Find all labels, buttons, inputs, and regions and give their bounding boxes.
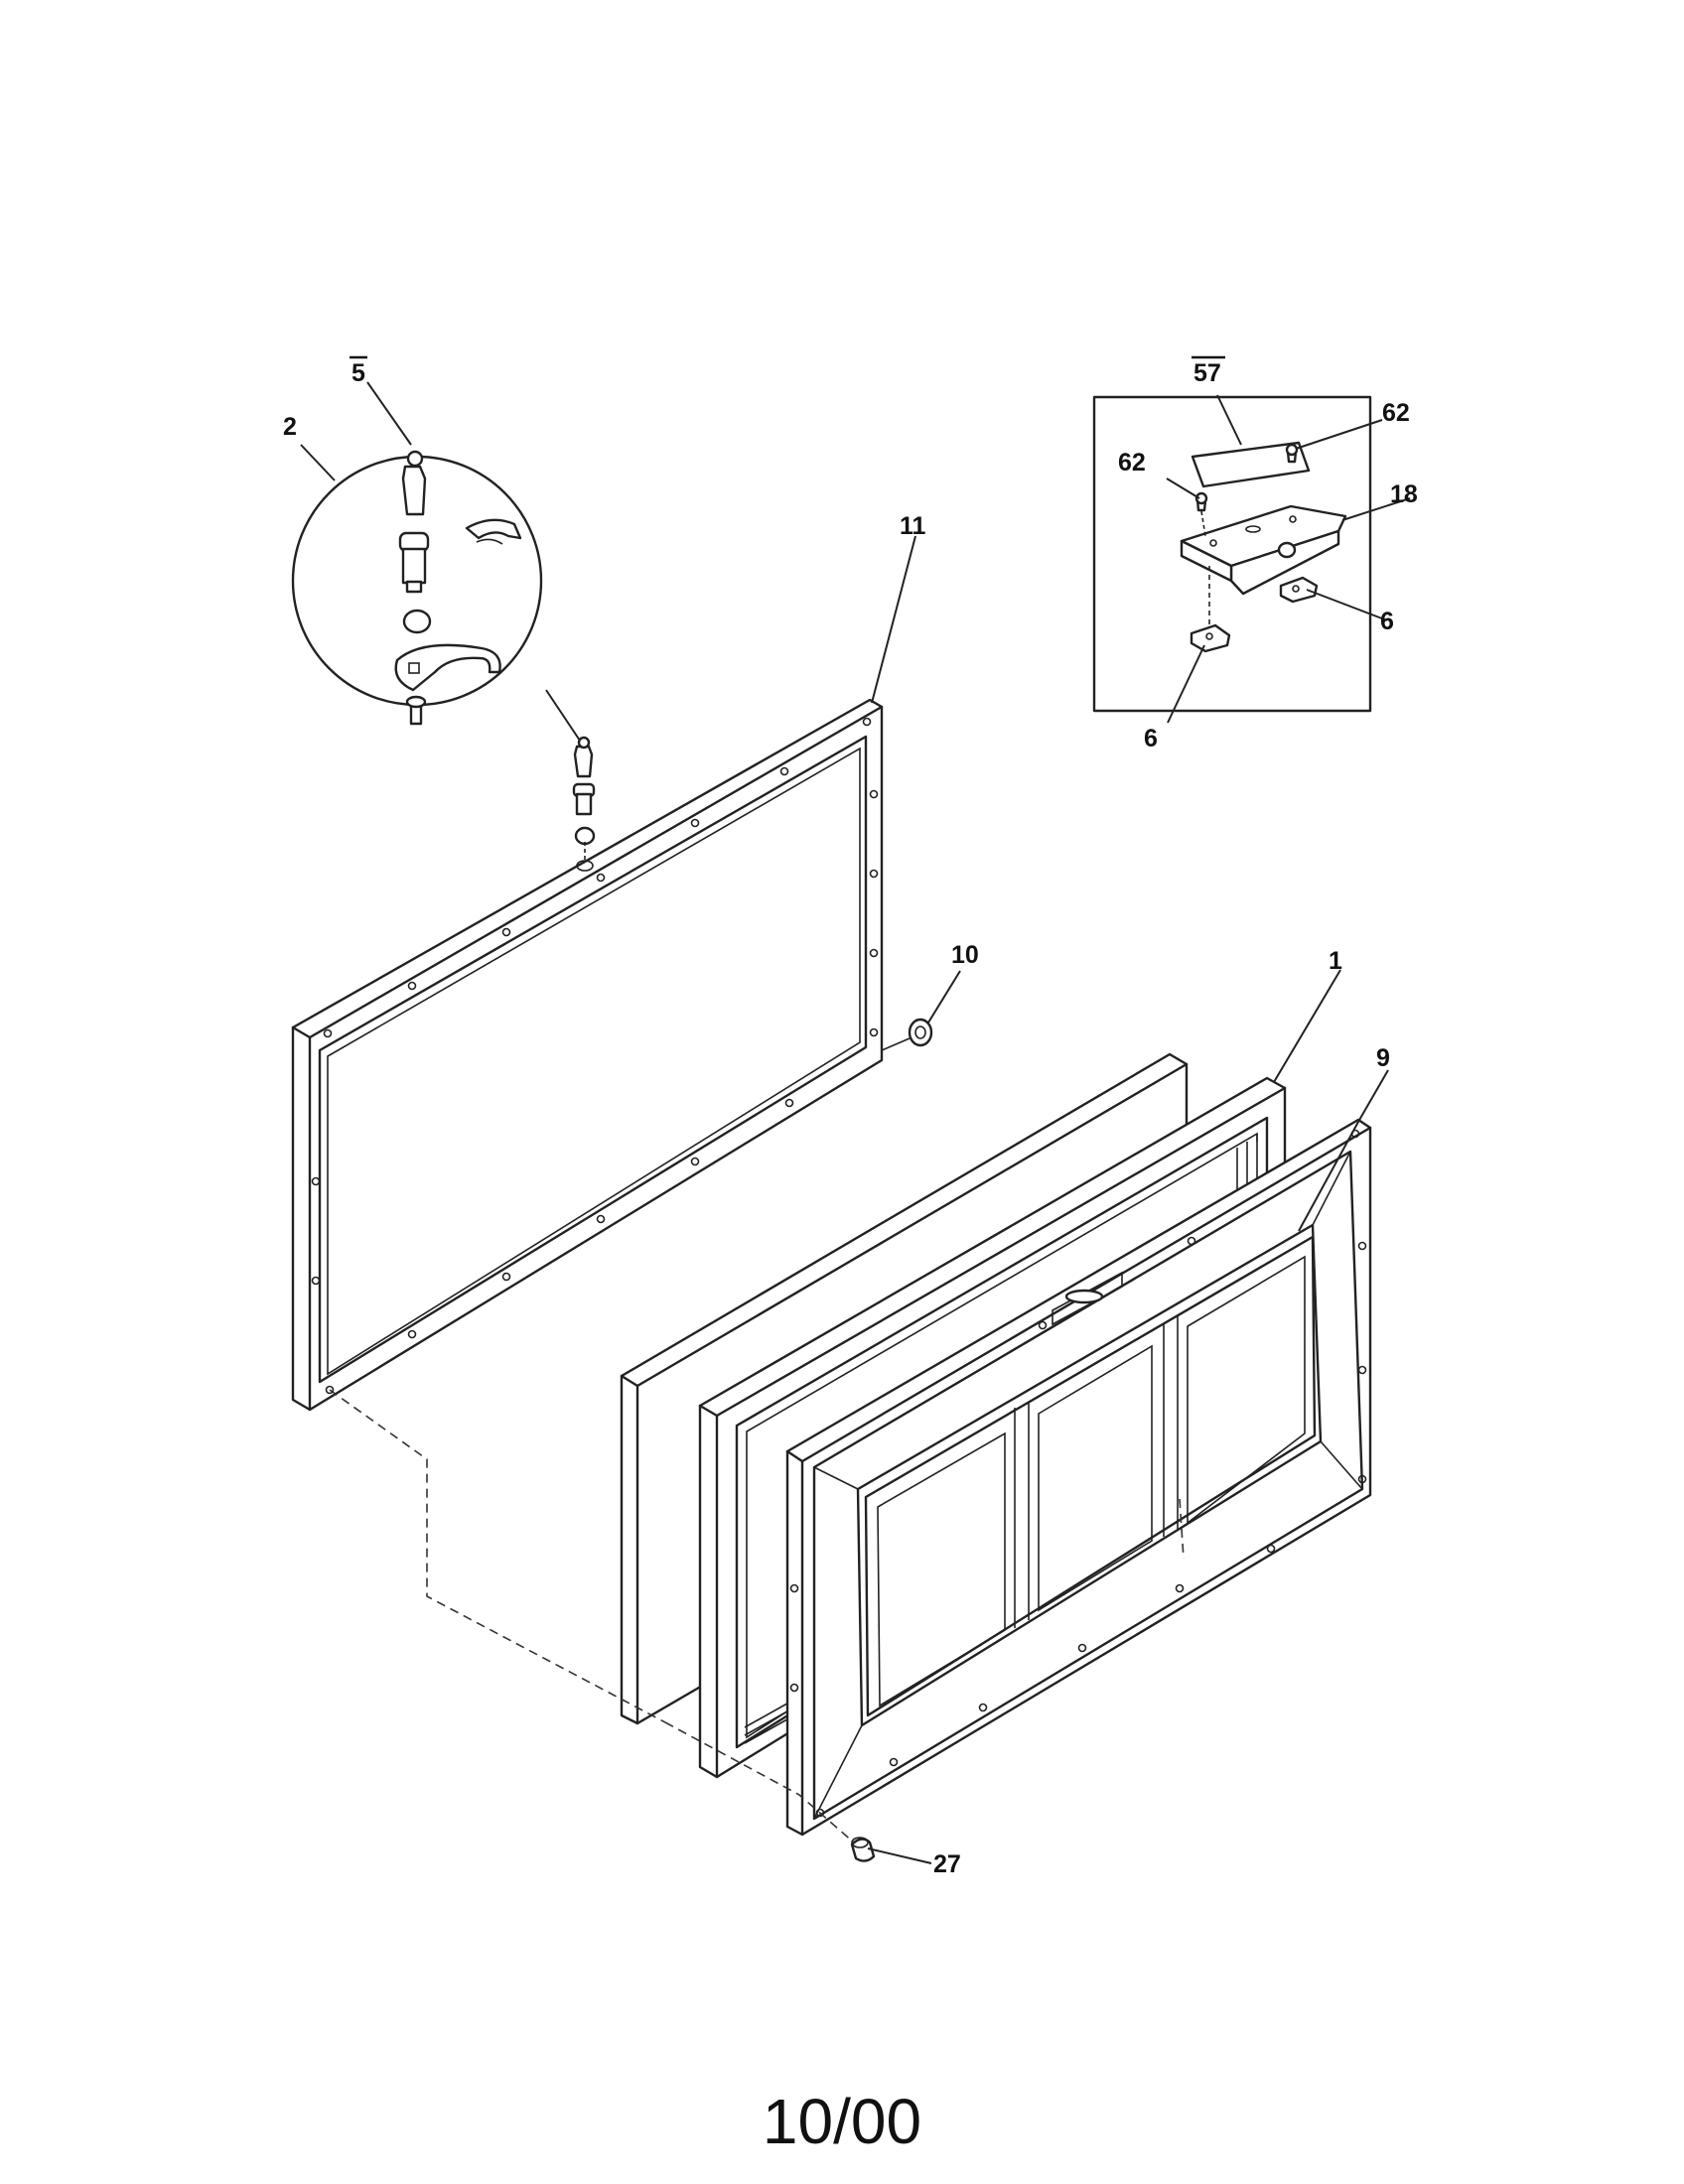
hinge-detail-callout [1092,395,1372,713]
label-clip-left: 6 [1144,725,1158,752]
label-screw-right: 62 [1382,399,1410,427]
part-labels: 5 2 57 62 62 18 6 6 11 10 1 9 27 [283,355,1418,1878]
leader-lines [300,381,1411,1864]
plug [850,1837,876,1862]
bumper [881,1018,933,1051]
liner-frame [291,698,884,1412]
door-outer-panel [785,1118,1372,1837]
label-trim-strip: 57 [1193,359,1221,387]
label-hinge-bracket: 18 [1390,480,1418,508]
lock-detail-callout [291,450,585,748]
revision-date: 10/00 [762,2086,922,2157]
label-gasket: 1 [1329,947,1342,975]
assembly-lines [329,1389,1185,1843]
label-plug: 27 [933,1850,961,1878]
label-screw-left: 62 [1118,449,1146,477]
label-lock-key: 5 [351,359,365,387]
label-door-panel: 9 [1376,1044,1390,1072]
label-clip-right: 6 [1380,608,1394,635]
key-icon [401,465,427,516]
label-lock-assembly: 2 [283,413,297,441]
label-bumper: 10 [951,941,979,969]
label-liner-frame: 11 [900,512,926,540]
